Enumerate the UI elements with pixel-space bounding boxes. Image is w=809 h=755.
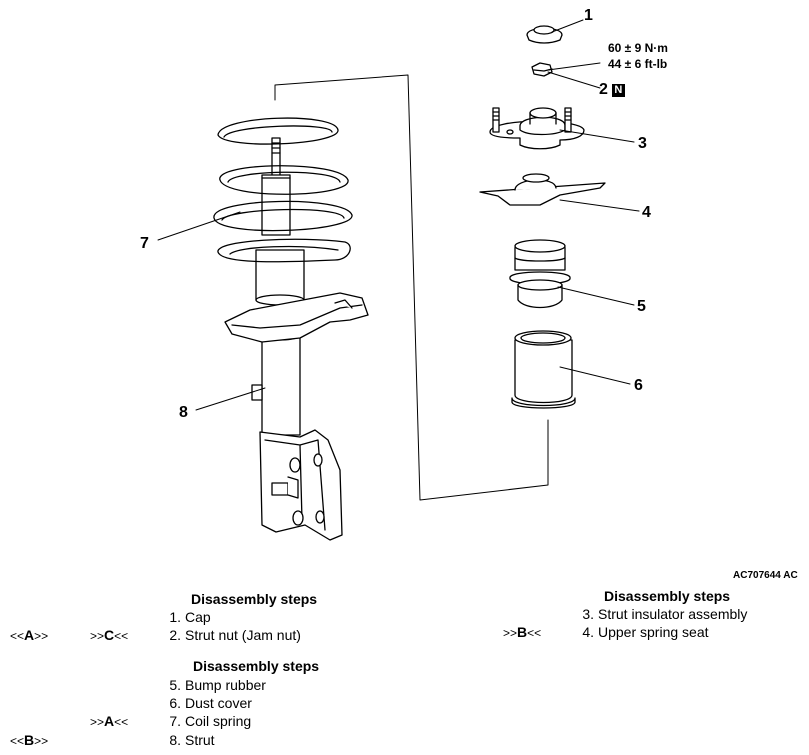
- assembly-bracket-line: [274, 74, 549, 501]
- replace-part-marker: N: [611, 84, 625, 97]
- strut-nut: [531, 62, 553, 77]
- step-label: Strut nut (Jam nut): [185, 627, 301, 643]
- steps-title-group-1: Disassembly steps: [191, 591, 318, 607]
- steps-title-group-2: Disassembly steps: [193, 658, 320, 674]
- step-8: 8.Strut: [163, 732, 215, 749]
- figure-code: AC707644 AC: [733, 570, 798, 581]
- steps-title-group-3: Disassembly steps: [604, 588, 731, 604]
- step-label: Coil spring: [185, 713, 252, 729]
- step-label: Dust cover: [185, 695, 252, 711]
- cap: [526, 25, 563, 44]
- install-ref-step-4: >>B<<: [503, 624, 542, 640]
- callout-8: 8: [179, 404, 188, 421]
- dust-cover: [511, 330, 576, 409]
- step-5: 5.Bump rubber: [163, 677, 266, 694]
- coil-spring: [213, 117, 353, 263]
- callout-1: 1: [584, 7, 593, 24]
- torque-imperial: 44 ± 6 ft-lb: [608, 57, 668, 71]
- callout-6: 6: [634, 377, 643, 394]
- step-label: Bump rubber: [185, 677, 266, 693]
- step-number: 6.: [169, 695, 181, 711]
- removal-ref-step-8: <<B>>: [10, 732, 49, 748]
- bump-rubber: [509, 239, 571, 309]
- leader-lines: [157, 19, 640, 411]
- step-6: 6.Dust cover: [163, 695, 252, 712]
- step-number: 1.: [169, 609, 181, 625]
- step-number: 5.: [169, 677, 181, 693]
- torque-metric: 60 ± 9 N·m: [608, 41, 668, 55]
- step-number: 3.: [582, 606, 594, 622]
- strut-exploded-diagram: [157, 19, 640, 541]
- lower-spring-seat: [224, 292, 369, 343]
- callout-2-number: 2: [599, 81, 608, 98]
- step-number: 7.: [169, 713, 181, 729]
- step-7: 7.Coil spring: [163, 713, 251, 730]
- step-3: 3.Strut insulator assembly: [576, 606, 747, 623]
- step-2: 2.Strut nut (Jam nut): [163, 627, 301, 644]
- step-number: 4.: [582, 624, 594, 640]
- step-number: 2.: [169, 627, 181, 643]
- removal-ref-step-2: <<A>>: [10, 627, 49, 643]
- install-ref-step-2: >>C<<: [90, 627, 129, 643]
- step-label: Strut insulator assembly: [598, 606, 748, 622]
- step-label: Strut: [185, 732, 215, 748]
- callout-3: 3: [638, 135, 647, 152]
- callout-5: 5: [637, 298, 646, 315]
- step-number: 8.: [169, 732, 181, 748]
- step-label: Upper spring seat: [598, 624, 709, 640]
- step-label: Cap: [185, 609, 211, 625]
- step-1: 1.Cap: [163, 609, 211, 626]
- install-ref-step-7: >>A<<: [90, 713, 129, 729]
- strut-insulator-assembly: [489, 107, 585, 150]
- strut: [251, 249, 343, 541]
- callout-7: 7: [140, 235, 149, 252]
- callout-4: 4: [642, 204, 651, 221]
- upper-spring-seat: [479, 173, 606, 206]
- step-4: 4.Upper spring seat: [576, 624, 709, 641]
